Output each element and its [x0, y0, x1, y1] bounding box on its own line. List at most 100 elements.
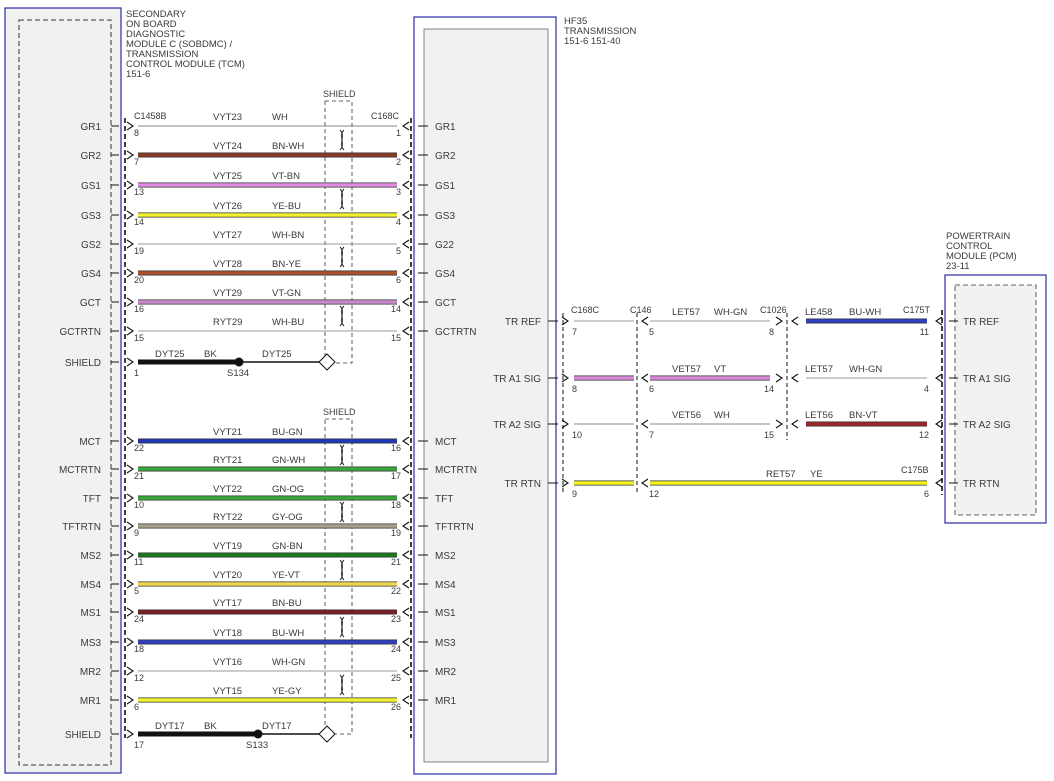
circuit-number: VYT26 [213, 201, 242, 212]
pcm-module-inner [954, 284, 1037, 516]
connector-id: C168C [571, 305, 600, 315]
pin-number: 8 [572, 384, 577, 394]
circuit-number: LE458 [805, 307, 832, 318]
connector-arrow [791, 316, 799, 326]
connector-arrow [561, 478, 569, 488]
pcm-title-line: MODULE (PCM) [946, 251, 1017, 262]
wire-color-code: VT-BN [272, 171, 300, 182]
wire-color-code: YE-GY [272, 686, 302, 697]
pin-number: 3 [396, 187, 401, 197]
wire-color-code: GY-OG [272, 512, 303, 523]
pin-number: 12 [134, 673, 144, 683]
connector-arrow [126, 180, 134, 190]
pin-number: 22 [134, 443, 144, 453]
twisted-pair-symbol [339, 305, 345, 327]
twisted-pair-symbol [339, 129, 345, 151]
connector-arrow [126, 121, 134, 131]
circuit-number: VYT24 [213, 141, 242, 152]
pin-number: 13 [134, 187, 144, 197]
pin-number: 23 [391, 614, 401, 624]
pin-number: 16 [134, 304, 144, 314]
pin-number: 4 [396, 217, 401, 227]
pin-function-label: TFTRTN [62, 522, 101, 533]
twisted-pair-symbol [339, 246, 345, 268]
pin-function-label: MR1 [435, 696, 457, 707]
pin-function-label: MCT [435, 437, 457, 448]
pin-number: 9 [572, 489, 577, 499]
wire-color-code: BU-GN [272, 427, 303, 438]
pin-number: 5 [396, 246, 401, 256]
connector-arrow [402, 436, 410, 446]
wire-color-code: WH-GN [849, 364, 882, 375]
connector-arrow [126, 550, 134, 560]
pin-number: 9 [134, 528, 139, 538]
connector-id: C175B [901, 465, 929, 475]
pin-number: 1 [396, 128, 401, 138]
pin-function-label: MS4 [80, 580, 101, 591]
connector-arrow [402, 550, 410, 560]
connector-id: C146 [630, 305, 652, 315]
connector-arrow [126, 297, 134, 307]
pin-function-label: GR2 [435, 151, 456, 162]
pin-number: 1 [134, 368, 139, 378]
shield-termination-symbol [318, 725, 336, 743]
pin-function-label: GS3 [81, 211, 101, 222]
pcm-title-line: CONTROL [946, 241, 992, 252]
pin-number: 5 [649, 327, 654, 337]
pin-number: 26 [391, 702, 401, 712]
pin-number: 5 [134, 586, 139, 596]
pcm-title-line: 23-11 [946, 261, 970, 272]
wire-color-code: BK [204, 349, 217, 360]
pin-number: 7 [649, 430, 654, 440]
connector-arrow [402, 637, 410, 647]
transmission-title: HF35 TRANSMISSION 151-6 151-40 [564, 16, 639, 47]
connector-arrow [641, 316, 649, 326]
shield-box-label: SHIELD [323, 407, 356, 417]
circuit-number: VYT23 [213, 112, 242, 123]
connector-arrow [402, 210, 410, 220]
wire-color-code: BN-YE [272, 259, 301, 270]
connector-arrow [561, 316, 569, 326]
connector-arrow [561, 373, 569, 383]
circuit-number: RYT29 [213, 317, 242, 328]
connector-arrow [402, 695, 410, 705]
pin-function-label: MCTRTN [59, 465, 101, 476]
twisted-pair-symbol [339, 674, 345, 696]
connector-arrow [402, 268, 410, 278]
connector-arrow [126, 357, 134, 367]
connector-arrow [126, 579, 134, 589]
pin-number: 15 [134, 333, 144, 343]
pin-number: 15 [391, 333, 401, 343]
circuit-number: VYT29 [213, 288, 242, 299]
pin-number: 7 [572, 327, 577, 337]
pin-function-label: GS3 [435, 211, 455, 222]
connector-arrow [126, 239, 134, 249]
pin-number: 10 [134, 500, 144, 510]
connector-id: C168C [371, 111, 400, 121]
connector-arrow [935, 478, 943, 488]
wire-color-code: YE [810, 469, 823, 480]
connector-arrow [126, 695, 134, 705]
connector-arrow [402, 493, 410, 503]
connector-arrow [402, 239, 410, 249]
pin-function-label: MR2 [80, 667, 102, 678]
circuit-number: RET57 [766, 469, 796, 480]
connector-arrow [402, 150, 410, 160]
pin-number: 8 [134, 128, 139, 138]
wire-color-code: GN-BN [272, 541, 303, 552]
shield-box-lower [324, 418, 353, 735]
pin-number: 6 [924, 489, 929, 499]
wire-color-code: BN-BU [272, 598, 302, 609]
connector-arrow [935, 373, 943, 383]
pin-function-label: TR RTN [963, 479, 999, 490]
